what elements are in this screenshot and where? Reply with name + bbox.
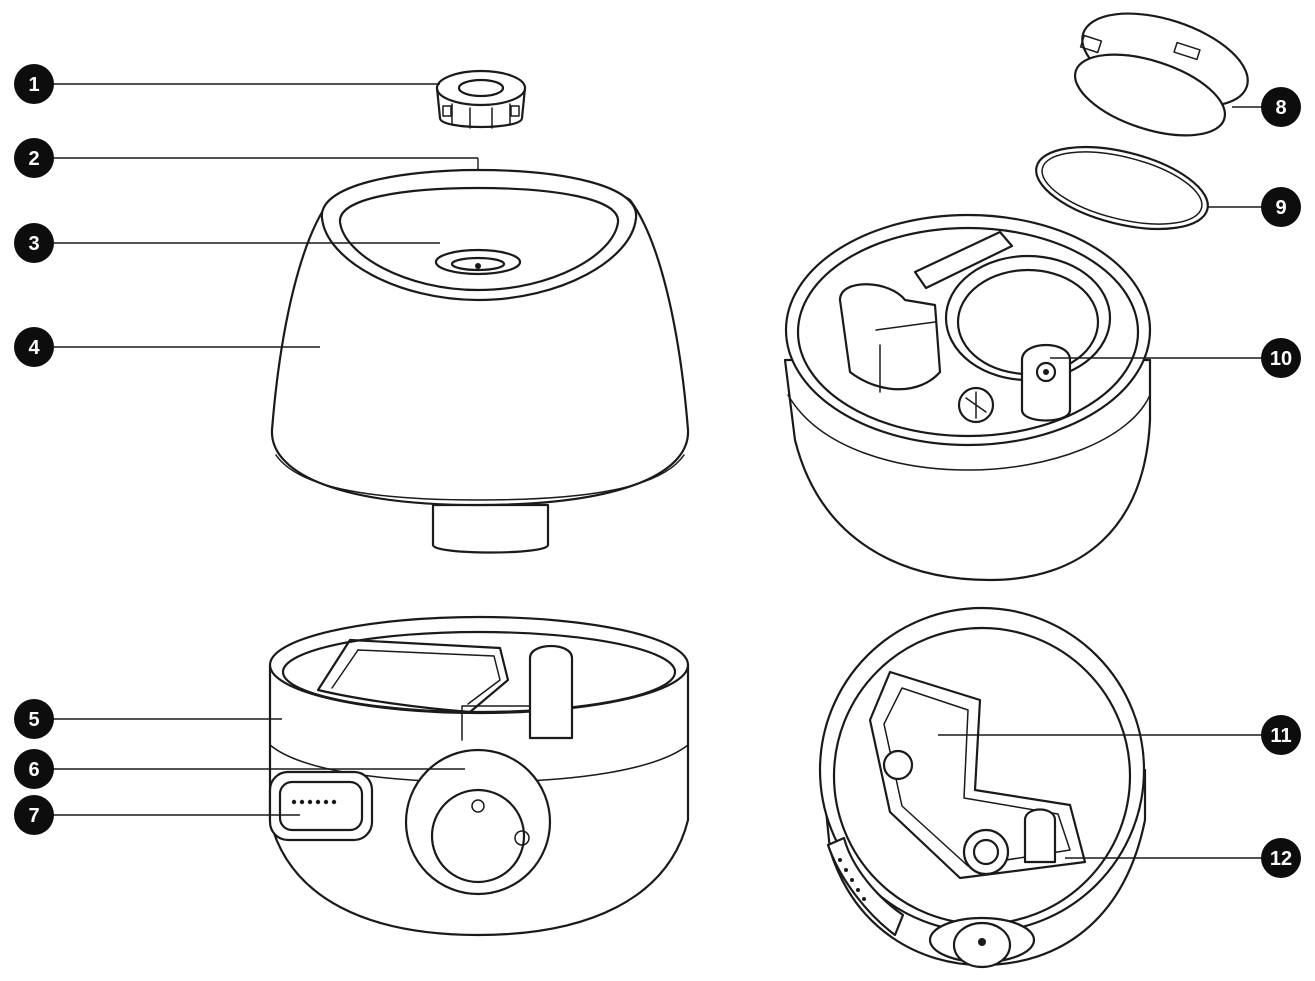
callout-3: 3 — [14, 223, 54, 263]
callout-label: 6 — [28, 759, 39, 781]
callout-9: 9 — [1261, 187, 1301, 227]
lid-part — [1073, 12, 1249, 137]
callout-badge — [14, 223, 54, 263]
water-tank-part — [270, 168, 690, 554]
callout-label: 11 — [1270, 725, 1291, 747]
callout-label: 2 — [28, 148, 39, 170]
callout-badge — [14, 749, 54, 789]
callout-badge — [14, 795, 54, 835]
callout-label: 8 — [1275, 97, 1286, 119]
callout-2: 2 — [14, 138, 54, 178]
callout-10: 10 — [1261, 338, 1301, 378]
base-part — [268, 615, 690, 937]
callout-label: 5 — [28, 709, 39, 731]
callout-7: 7 — [14, 795, 54, 835]
callout-label: 4 — [28, 337, 40, 359]
callout-12: 12 — [1261, 838, 1301, 878]
callout-label: 7 — [28, 805, 39, 827]
callout-badge — [1261, 338, 1301, 378]
base-top-view-part — [783, 213, 1152, 582]
callout-label: 3 — [28, 233, 39, 255]
callout-6: 6 — [14, 749, 54, 789]
gasket-ring-part — [1035, 145, 1209, 231]
callout-badge — [1261, 838, 1301, 878]
callout-badge — [14, 138, 54, 178]
callout-badge — [1261, 715, 1301, 755]
leader-lines — [53, 83, 1262, 859]
callout-badge — [14, 64, 54, 104]
callout-8: 8 — [1261, 87, 1301, 127]
callout-label: 1 — [28, 74, 39, 96]
callout-badge — [1261, 187, 1301, 227]
callout-1: 1 — [14, 64, 54, 104]
callout-4: 4 — [14, 327, 54, 367]
nozzle-cap-part — [435, 69, 527, 129]
callout-badge — [14, 699, 54, 739]
callout-label: 9 — [1275, 197, 1286, 219]
callout-badge — [14, 327, 54, 367]
callout-badge — [1261, 87, 1301, 127]
callout-label: 10 — [1270, 348, 1292, 370]
base-bottom-view-part — [818, 606, 1147, 969]
callout-5: 5 — [14, 699, 54, 739]
callout-11: 11 — [1261, 715, 1301, 755]
callout-label: 12 — [1270, 848, 1292, 870]
